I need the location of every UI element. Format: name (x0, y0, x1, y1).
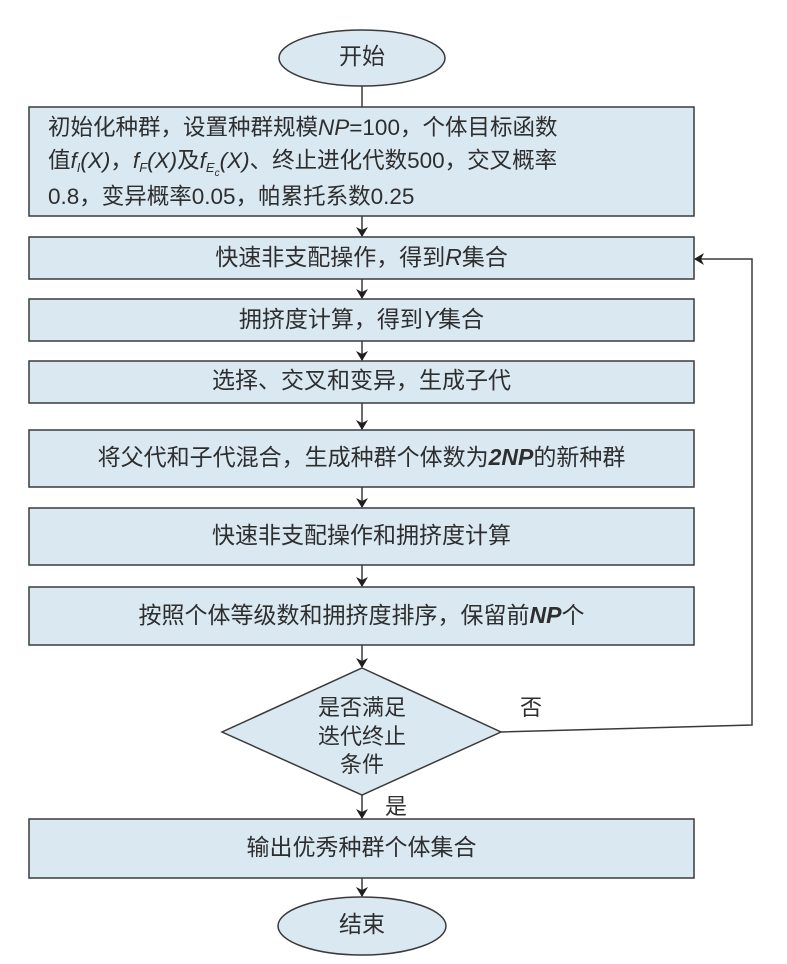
text: 输出优秀种群个体集合 (246, 834, 477, 861)
init-line-3: 0.8，变异概率0.05，帕累托系数0.25 (48, 183, 415, 209)
text: =100，个体目标函数 (349, 115, 558, 140)
output-label: 输出优秀种群个体集合 (29, 819, 694, 878)
text: 集合 (461, 244, 508, 271)
start-label: 开始 (279, 30, 445, 86)
process-box-init (28, 106, 695, 217)
function-f: f (70, 147, 77, 173)
text: 集合 (438, 306, 485, 333)
genetic-label: 选择、交叉和变异，生成子代 (29, 361, 694, 403)
text: 将父代和子代混合，生成种群个体数为 (97, 445, 489, 472)
process-box-output (28, 818, 695, 879)
function-f: f (132, 147, 140, 173)
end-text: 结束 (339, 912, 385, 939)
variable-r: R (445, 243, 462, 270)
subscript: I (76, 159, 81, 175)
variable-np: NP (318, 115, 350, 140)
yes-label: 是 (385, 795, 408, 820)
subscript-c: c (214, 167, 220, 179)
variable-2np: 2NP (488, 444, 534, 471)
subscript: F (139, 159, 148, 175)
nondom-crowd-label: 快速非支配操作和拥挤度计算 (29, 508, 694, 565)
nondominated-label: 快速非支配操作，得到R集合 (29, 237, 694, 279)
merge-label: 将父代和子代混合，生成种群个体数为2NP的新种群 (29, 430, 694, 487)
end-label: 结束 (278, 897, 446, 955)
text: 值 (48, 147, 71, 174)
text: 拥挤度计算，得到 (238, 306, 423, 333)
subscript: Ec (205, 159, 220, 179)
text: 个 (561, 602, 585, 629)
process-box-merge (28, 429, 695, 488)
crowding-label: 拥挤度计算，得到Y集合 (29, 299, 694, 341)
process-box-nondom-crowd (28, 507, 695, 566)
process-box-sort (28, 586, 695, 646)
decision-line-1: 是否满足 (317, 696, 406, 722)
text: 快速非支配操作，得到 (215, 244, 446, 271)
init-label: 初始化种群，设置种群规模NP=100，个体目标函数 值fI(X)，fF(X)及f… (48, 110, 688, 214)
decision-label: 是否满足 迭代终止 条件 (282, 686, 442, 790)
text: 的新种群 (533, 445, 626, 472)
argument-x: (X) (147, 147, 178, 173)
text: 及 (177, 147, 200, 174)
text: 、终止进化代数500，交叉概率 (249, 147, 558, 173)
function-f: f (199, 147, 206, 173)
init-line-1: 初始化种群，设置种群规模NP=100，个体目标函数 (48, 112, 557, 145)
start-text: 开始 (339, 44, 385, 71)
sort-label: 按照个体等级数和拥挤度排序，保留前NP个 (29, 587, 694, 645)
text: 按照个体等级数和拥挤度排序，保留前 (138, 602, 530, 629)
text: 初始化种群，设置种群规模 (48, 115, 319, 141)
process-box-crowding (28, 298, 695, 342)
variable-np: NP (529, 601, 562, 628)
end-terminal (277, 896, 447, 956)
process-box-genetic (28, 360, 695, 404)
decision-line-2: 迭代终止 (317, 724, 406, 750)
text: 快速非支配操作和拥挤度计算 (212, 522, 511, 549)
decision-line-3: 条件 (339, 753, 384, 779)
argument-x: (X) (219, 147, 250, 173)
text: 选择、交叉和变异，生成子代 (212, 368, 511, 395)
text: ， (110, 147, 133, 174)
connector-no-feedback (500, 253, 753, 733)
init-line-2: 值fI(X)，fF(X)及fEc(X)、终止进化代数500，交叉概率 (48, 145, 557, 181)
argument-x: (X) (80, 147, 111, 173)
variable-y: Y (422, 305, 439, 332)
no-label: 否 (520, 696, 543, 721)
subscript-e: E (205, 159, 215, 175)
